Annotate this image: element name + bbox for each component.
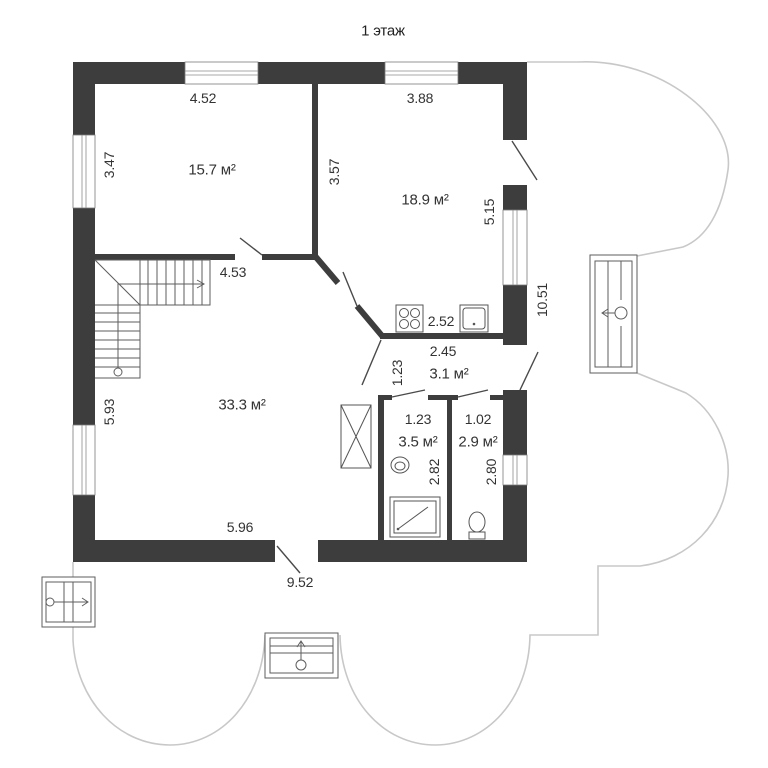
- dimension-label: 5.15: [481, 198, 497, 225]
- room-area-label: 3.5 м²: [398, 434, 437, 451]
- shaft-icon: [340, 404, 372, 469]
- washbasin-icon: [390, 456, 410, 474]
- wall: [428, 395, 458, 400]
- dimension-label: 5.93: [101, 398, 117, 425]
- dimension-label: 9.52: [287, 574, 314, 590]
- fixtures: [340, 304, 489, 540]
- exterior-stairs-right: [589, 254, 638, 374]
- door-leaf: [361, 339, 382, 386]
- arrowhead-icon: [81, 597, 89, 607]
- dimension-label: 2.80: [483, 458, 499, 485]
- door-leaf: [519, 351, 539, 391]
- interior-staircase: [94, 259, 211, 379]
- wall: [380, 333, 503, 339]
- exterior-stairs-left: [41, 576, 96, 628]
- dimension-label: 2.52: [428, 313, 455, 329]
- dimension-label: 4.53: [220, 264, 247, 280]
- door-leaf: [276, 545, 301, 574]
- dimension-label: 3.47: [101, 151, 117, 178]
- wall: [73, 84, 95, 135]
- wall: [95, 254, 235, 260]
- room-area-label: 33.3 м²: [218, 397, 265, 414]
- doors: [239, 140, 539, 574]
- door-leaf: [342, 271, 358, 307]
- wall: [458, 62, 527, 84]
- room-area-label: 2.9 м²: [458, 434, 497, 451]
- dimension-label: 3.57: [326, 158, 342, 185]
- exterior-stairs-bottom: [264, 632, 339, 679]
- room-area-label: 15.7 м²: [188, 162, 235, 179]
- kitchen-sink-icon: [459, 304, 489, 333]
- wall: [318, 540, 527, 562]
- wall: [447, 400, 452, 540]
- dimension-label: 5.96: [227, 519, 254, 535]
- arrowhead-icon: [196, 279, 206, 289]
- dimension-label: 2.45: [430, 343, 457, 359]
- room-area-label: 18.9 м²: [401, 192, 448, 209]
- door-leaf: [511, 140, 538, 181]
- window: [502, 209, 528, 286]
- interior-walls: [95, 84, 503, 540]
- exterior-walls: [73, 62, 527, 562]
- dimension-label: 10.51: [534, 283, 550, 317]
- wall: [378, 395, 384, 540]
- dimension-label: 1.02: [465, 411, 492, 427]
- wall: [490, 395, 503, 400]
- window: [502, 454, 528, 486]
- arrowhead-icon: [296, 640, 306, 648]
- terrace-edge-top-right: [527, 61, 730, 257]
- wall: [503, 390, 527, 455]
- wall: [262, 254, 318, 260]
- room-area-label: 3.1 м²: [429, 366, 468, 383]
- floor-title: 1 этаж: [361, 23, 405, 40]
- toilet-icon: [468, 511, 486, 540]
- windows: [72, 61, 528, 496]
- door-leaf: [457, 389, 489, 398]
- wall: [73, 540, 275, 562]
- wall: [312, 254, 341, 285]
- window: [72, 424, 96, 496]
- wall: [73, 208, 95, 425]
- wall: [73, 62, 185, 84]
- wall: [354, 304, 386, 339]
- dimension-label: 1.23: [405, 411, 432, 427]
- door-leaf: [391, 389, 426, 398]
- window: [184, 61, 259, 85]
- window: [72, 134, 96, 209]
- terrace-edge-right-bottom: [339, 372, 729, 746]
- dimension-label: 3.88: [407, 90, 434, 106]
- wall: [503, 285, 527, 345]
- window: [384, 61, 459, 85]
- dimension-label: 4.52: [190, 90, 217, 106]
- labels: 4.52 3.47 15.7 м² 3.88 3.57 5.15 18.9 м²…: [101, 90, 550, 590]
- arrowhead-icon: [601, 308, 609, 318]
- wall: [503, 84, 527, 140]
- stair-direction-arrow: [117, 283, 203, 368]
- wall: [503, 185, 527, 210]
- terrace-edge-bottom-left: [72, 627, 266, 746]
- shower-tray-icon: [389, 496, 441, 538]
- wall: [258, 62, 385, 84]
- terrace-outline: [72, 61, 730, 746]
- wall: [378, 395, 392, 400]
- dimension-label: 2.82: [426, 458, 442, 485]
- door-leaf: [239, 237, 263, 256]
- wall: [312, 84, 318, 260]
- stove-icon: [395, 304, 424, 333]
- dimension-label: 1.23: [389, 359, 405, 386]
